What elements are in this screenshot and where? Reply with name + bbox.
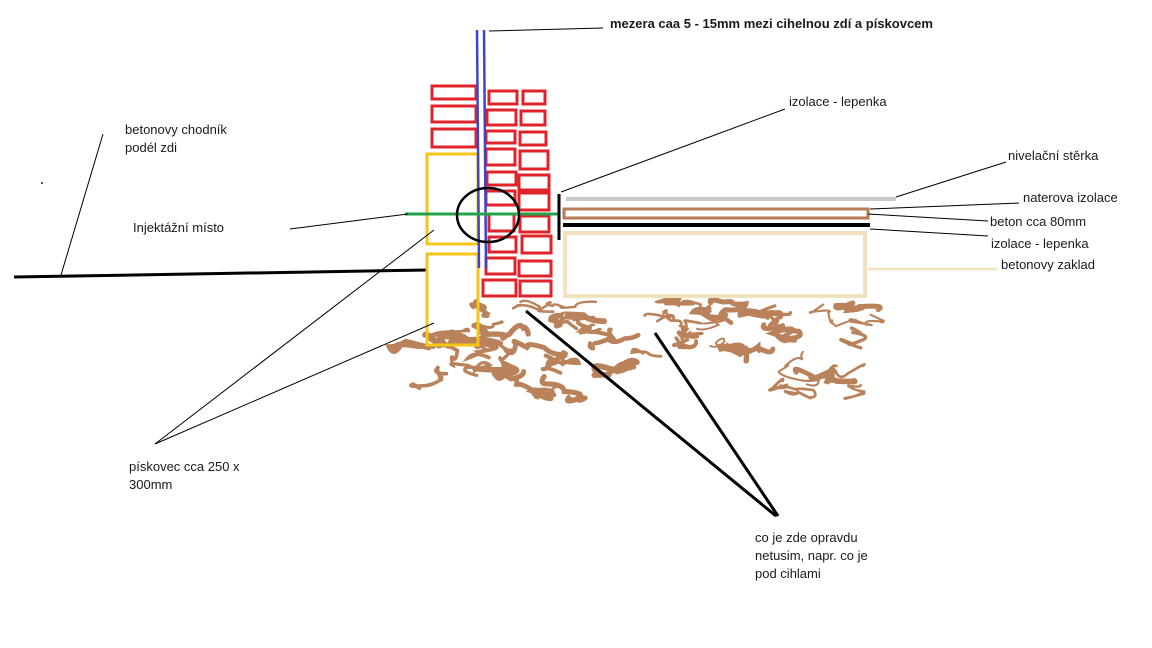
- brick: [487, 235, 518, 254]
- brick: [485, 108, 518, 127]
- injection-point-label: Injektážní místo: [133, 220, 225, 235]
- soil-stroke: [833, 300, 883, 314]
- gap-note-label: mezera caa 5 - 15mm mezi cihelnou zdí a …: [610, 16, 933, 31]
- soil-stroke: [760, 322, 803, 344]
- leader-unknown-b-bold: [653, 332, 780, 517]
- sidewalk-line: [13, 268, 429, 279]
- brick: [519, 109, 547, 127]
- brick: [430, 104, 478, 124]
- soil-stroke: [814, 372, 858, 385]
- brick: [521, 89, 547, 106]
- brick: [484, 129, 517, 145]
- unknown-label-line2: netusim, napr. co je: [755, 548, 868, 563]
- leader-sidewalk: [60, 133, 104, 276]
- soil-stroke: [449, 355, 494, 377]
- soil-stroke: [848, 313, 886, 327]
- soil-stroke: [778, 384, 817, 400]
- brick: [481, 278, 518, 298]
- leader-gap-note: [488, 27, 604, 32]
- soil-stroke: [768, 377, 789, 392]
- insulation-felt-bottom-label: izolace - lepenka: [991, 236, 1089, 251]
- brick: [518, 130, 548, 147]
- soil-stroke: [462, 338, 499, 363]
- soil-stroke: [630, 347, 663, 358]
- soil-stroke: [385, 338, 432, 354]
- soil-stroke: [472, 362, 527, 382]
- soil-stroke: [676, 339, 699, 350]
- sandstone-label-line1: pískovec cca 250 x: [129, 459, 240, 474]
- soil-stroke: [503, 338, 568, 364]
- brick: [487, 212, 516, 233]
- soil-stroke: [539, 373, 588, 404]
- gap-line-right: [482, 29, 488, 269]
- concrete-slab-label: beton cca 80mm: [990, 214, 1087, 229]
- brick: [484, 147, 517, 167]
- soil-stroke: [808, 303, 858, 328]
- soil-stroke: [744, 304, 777, 319]
- insulation-felt-top-label: izolace - lepenka: [789, 94, 887, 109]
- brick: [517, 191, 551, 212]
- leader-sandstone-a: [154, 229, 435, 445]
- injection-point-circle: [455, 186, 521, 244]
- coating-insulation-label: naterova izolace: [1023, 190, 1118, 205]
- coating-insulation-layer: [562, 207, 870, 220]
- brick: [518, 149, 550, 171]
- brick: [430, 127, 478, 149]
- leader-insulation-felt-top: [560, 108, 786, 193]
- sandstone-block-lower: [425, 252, 480, 347]
- leveling-screed-label: nivelační stěrka: [1008, 148, 1099, 163]
- stray-dot: [41, 182, 43, 184]
- leader-leveling-screed: [895, 161, 1007, 198]
- sandstone-label-line2: 300mm: [129, 477, 173, 492]
- leader-insulation-felt-bottom: [869, 228, 989, 237]
- soil-stroke: [575, 320, 616, 339]
- leader-sandstone-b: [154, 322, 435, 445]
- unknown-label-line3: pod cihlami: [755, 566, 821, 581]
- brick: [485, 170, 518, 187]
- leader-injection-point: [289, 213, 409, 230]
- soil-stroke: [707, 297, 749, 318]
- soil-stroke: [409, 365, 449, 391]
- soil-stroke: [525, 387, 555, 402]
- unknown-label-line1: co je zde opravdu: [755, 530, 858, 545]
- sidewalk-label-line2: podél zdi: [125, 140, 178, 155]
- soil-stroke: [519, 299, 598, 311]
- soil-stroke: [709, 337, 752, 355]
- soil-stroke: [437, 327, 471, 340]
- leader-concrete-slab: [867, 213, 989, 222]
- soil-stroke: [613, 357, 640, 374]
- brick: [520, 234, 553, 255]
- concrete-foundation-block: [563, 231, 867, 298]
- brick: [487, 89, 519, 106]
- soil-stroke: [843, 383, 867, 400]
- soil-stroke: [672, 325, 692, 348]
- sandstone-block-upper: [425, 152, 480, 246]
- brick: [518, 279, 553, 298]
- leader-unknown-a-bold: [525, 309, 777, 518]
- soil-stroke: [654, 297, 703, 308]
- brick: [518, 214, 551, 234]
- soil-stroke: [661, 309, 703, 329]
- leader-coating-insulation: [869, 202, 1020, 210]
- soil-stroke: [471, 321, 531, 342]
- soil-stroke: [511, 303, 555, 313]
- soil-stroke: [831, 362, 866, 379]
- soil-stroke: [558, 315, 596, 331]
- brick: [484, 256, 517, 276]
- sidewalk-label-line1: betonovy chodník: [125, 122, 227, 137]
- brick: [430, 84, 478, 101]
- soil-stroke: [587, 332, 641, 351]
- brick: [517, 259, 553, 278]
- soil-stroke: [839, 326, 868, 350]
- soil-stroke: [469, 298, 492, 318]
- soil-stroke: [777, 350, 820, 387]
- brick-wall: [430, 84, 553, 298]
- soil-stroke: [767, 312, 784, 327]
- soil-hatching: [385, 296, 886, 404]
- concrete-foundation-label: betonovy zaklad: [1001, 257, 1095, 272]
- soil-stroke: [688, 304, 734, 325]
- brick: [517, 173, 551, 192]
- gap-line-left: [475, 29, 481, 269]
